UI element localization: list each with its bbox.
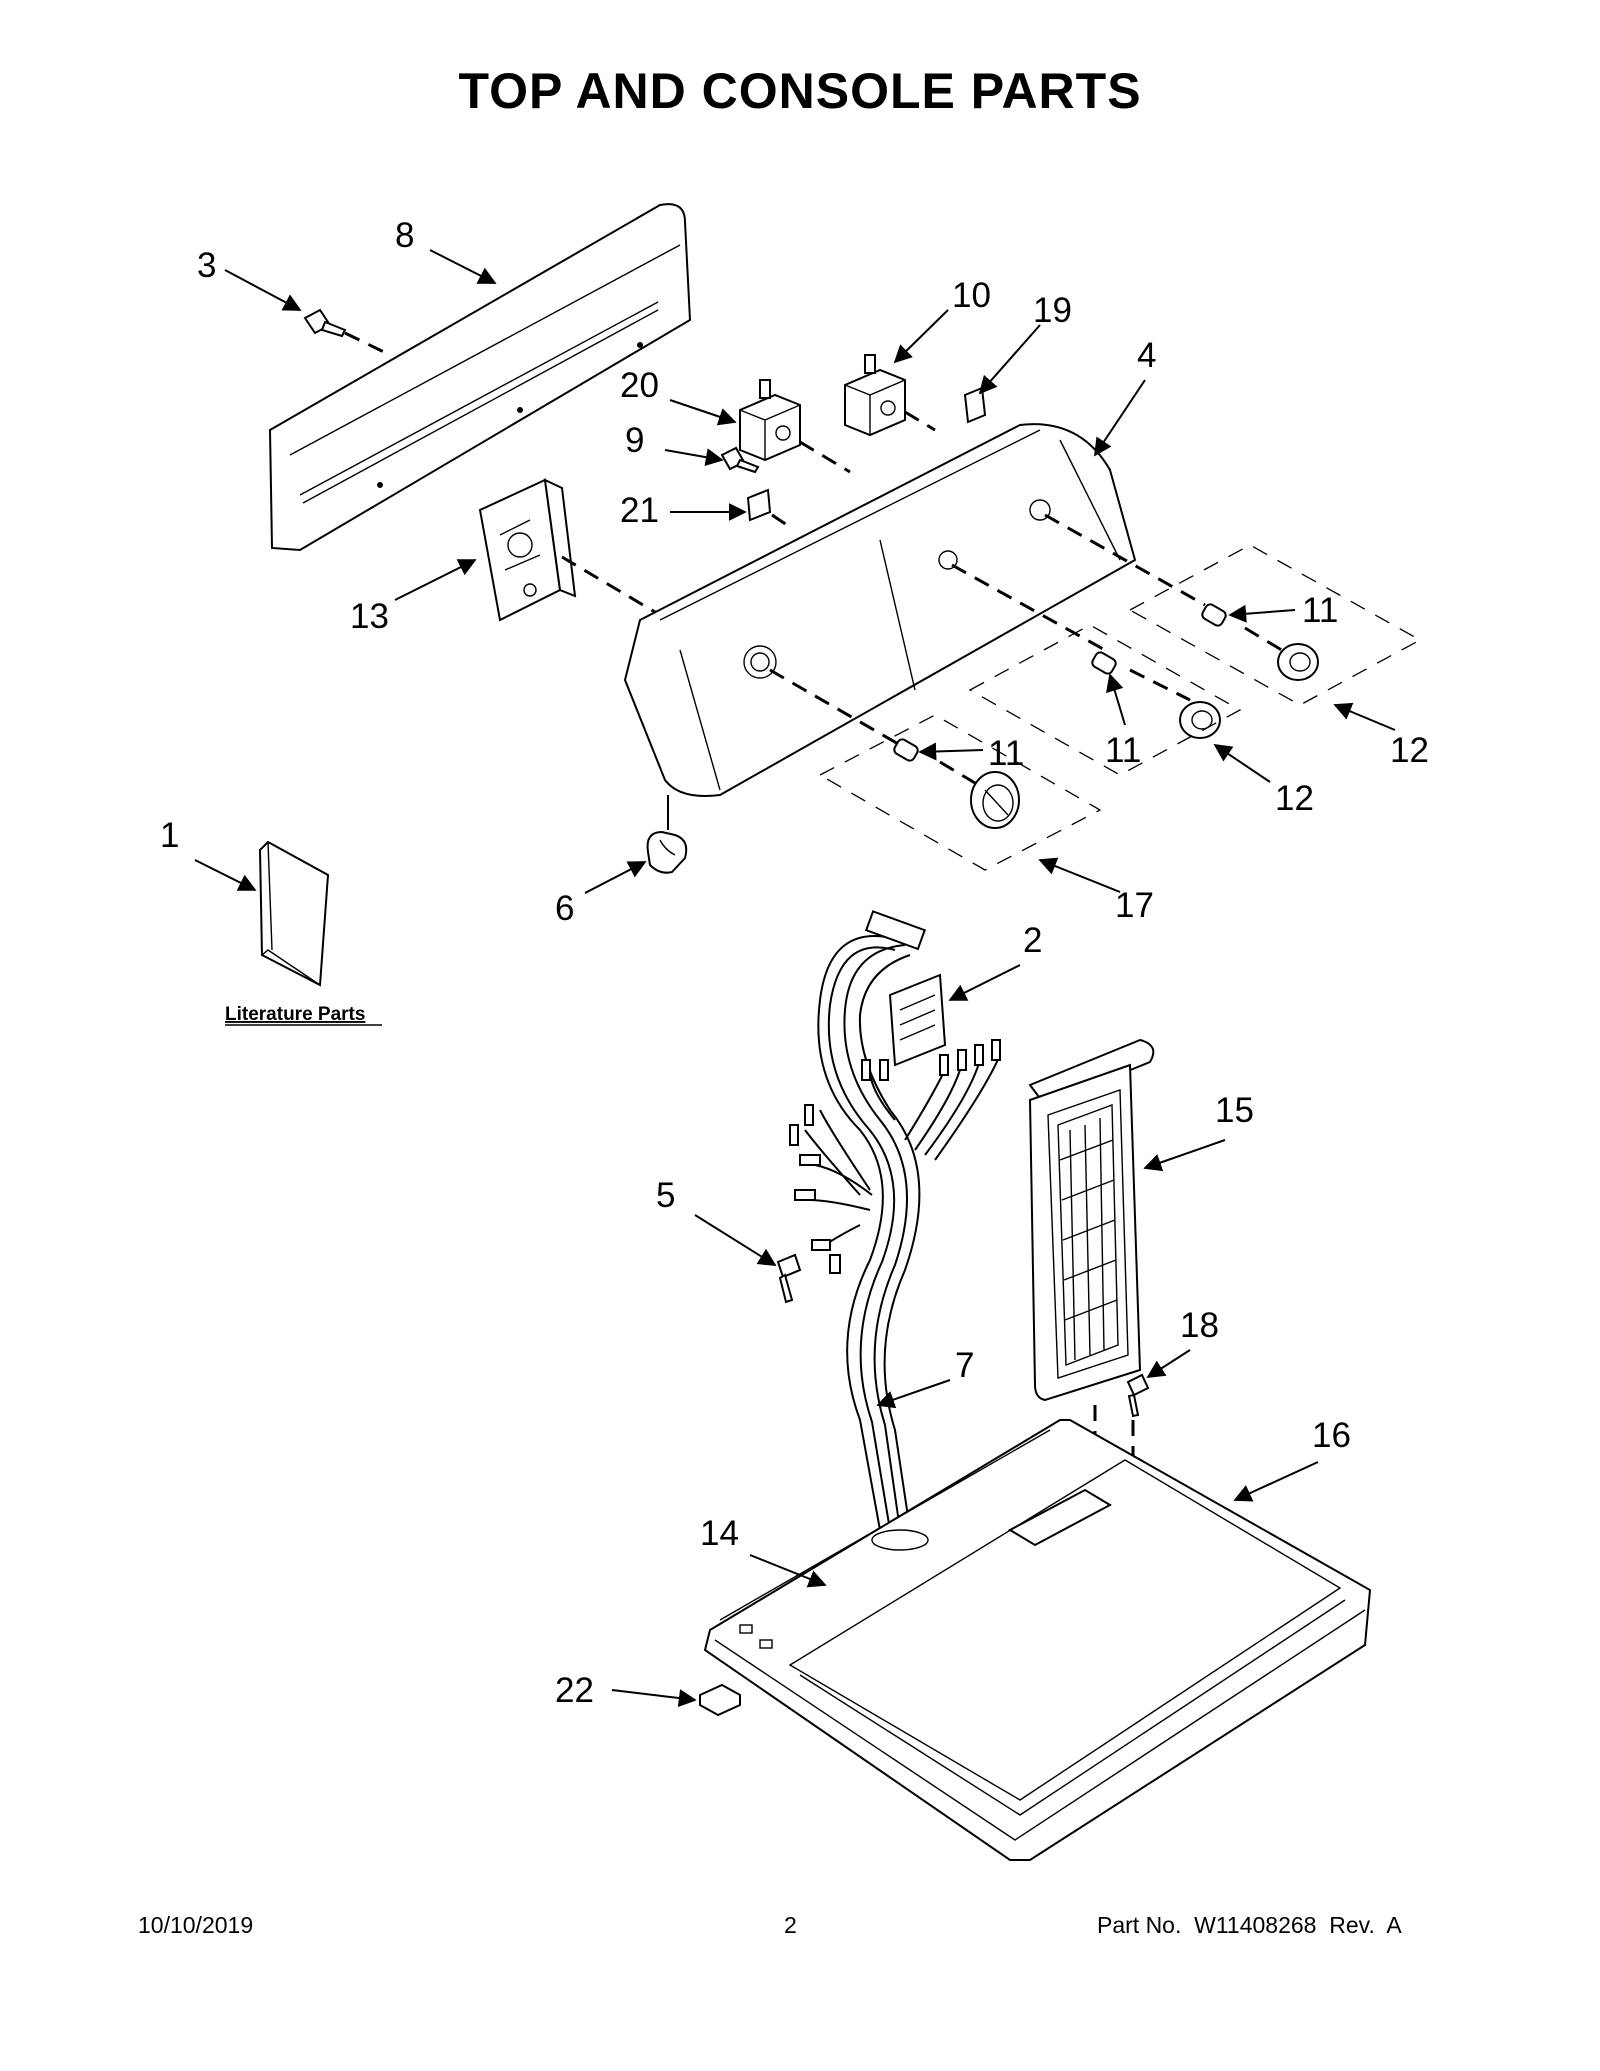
footer-date: 10/10/2019 — [138, 1912, 254, 1938]
rear-console-panel-part — [268, 203, 692, 552]
callout-10: 10 — [952, 276, 991, 315]
timer-part — [478, 478, 577, 622]
callout-8: 8 — [395, 216, 414, 255]
callout-16: 16 — [1312, 1416, 1351, 1455]
wire-harness-part — [789, 910, 1001, 1531]
footer-part-number: Part No. W11408268 Rev. A — [1097, 1912, 1402, 1938]
callout-12-middle: 12 — [1275, 779, 1314, 818]
callout-3: 3 — [197, 246, 216, 285]
callout-5: 5 — [656, 1176, 675, 1215]
callout-7: 7 — [955, 1346, 974, 1385]
callout-4: 4 — [1137, 336, 1156, 375]
control-board-part — [888, 973, 947, 1067]
callout-1: 1 — [160, 816, 179, 855]
screw-part-5 — [776, 1253, 802, 1304]
callout-9: 9 — [625, 421, 644, 460]
callout-21: 21 — [620, 491, 659, 530]
callout-18: 18 — [1180, 1306, 1219, 1345]
clip-part-19 — [963, 386, 987, 424]
screw-part-18 — [1126, 1373, 1150, 1418]
pad-part-22 — [699, 1683, 741, 1717]
spacer-part-c — [1201, 603, 1227, 627]
callout-6: 6 — [555, 889, 574, 928]
block-part-21 — [746, 488, 772, 522]
console-part — [623, 423, 1137, 797]
callout-11-left: 11 — [988, 734, 1024, 773]
spacer-part-b — [1091, 651, 1117, 675]
callout-17: 17 — [1115, 886, 1154, 925]
callout-11-right: 11 — [1302, 591, 1338, 630]
knob-part-a — [1179, 701, 1221, 739]
page-title: TOP AND CONSOLE PARTS — [458, 63, 1142, 119]
literature-parts-label: Literature Parts — [225, 1004, 365, 1025]
top-panel-part — [703, 1419, 1372, 1861]
switch-part-10 — [844, 354, 906, 437]
lint-screen-part — [1028, 1038, 1155, 1402]
callout-20: 20 — [620, 366, 659, 405]
wire-clamp-part — [646, 830, 688, 874]
timer-knob-part — [970, 771, 1020, 829]
callout-19: 19 — [1033, 291, 1072, 330]
callout-13: 13 — [350, 597, 389, 636]
switch-part-20 — [739, 379, 801, 462]
callout-22: 22 — [555, 1671, 594, 1710]
spacer-part-a — [893, 738, 919, 762]
footer-page-number: 2 — [784, 1912, 797, 1938]
callout-2: 2 — [1023, 921, 1042, 960]
knob-part-b — [1277, 643, 1319, 681]
callout-14: 14 — [700, 1514, 739, 1553]
callout-15: 15 — [1215, 1091, 1254, 1130]
screw-part — [303, 308, 347, 338]
screw-part-9 — [720, 446, 760, 474]
callout-11-middle: 11 — [1105, 731, 1141, 770]
literature-part — [258, 840, 330, 987]
callout-12-right: 12 — [1390, 731, 1429, 770]
